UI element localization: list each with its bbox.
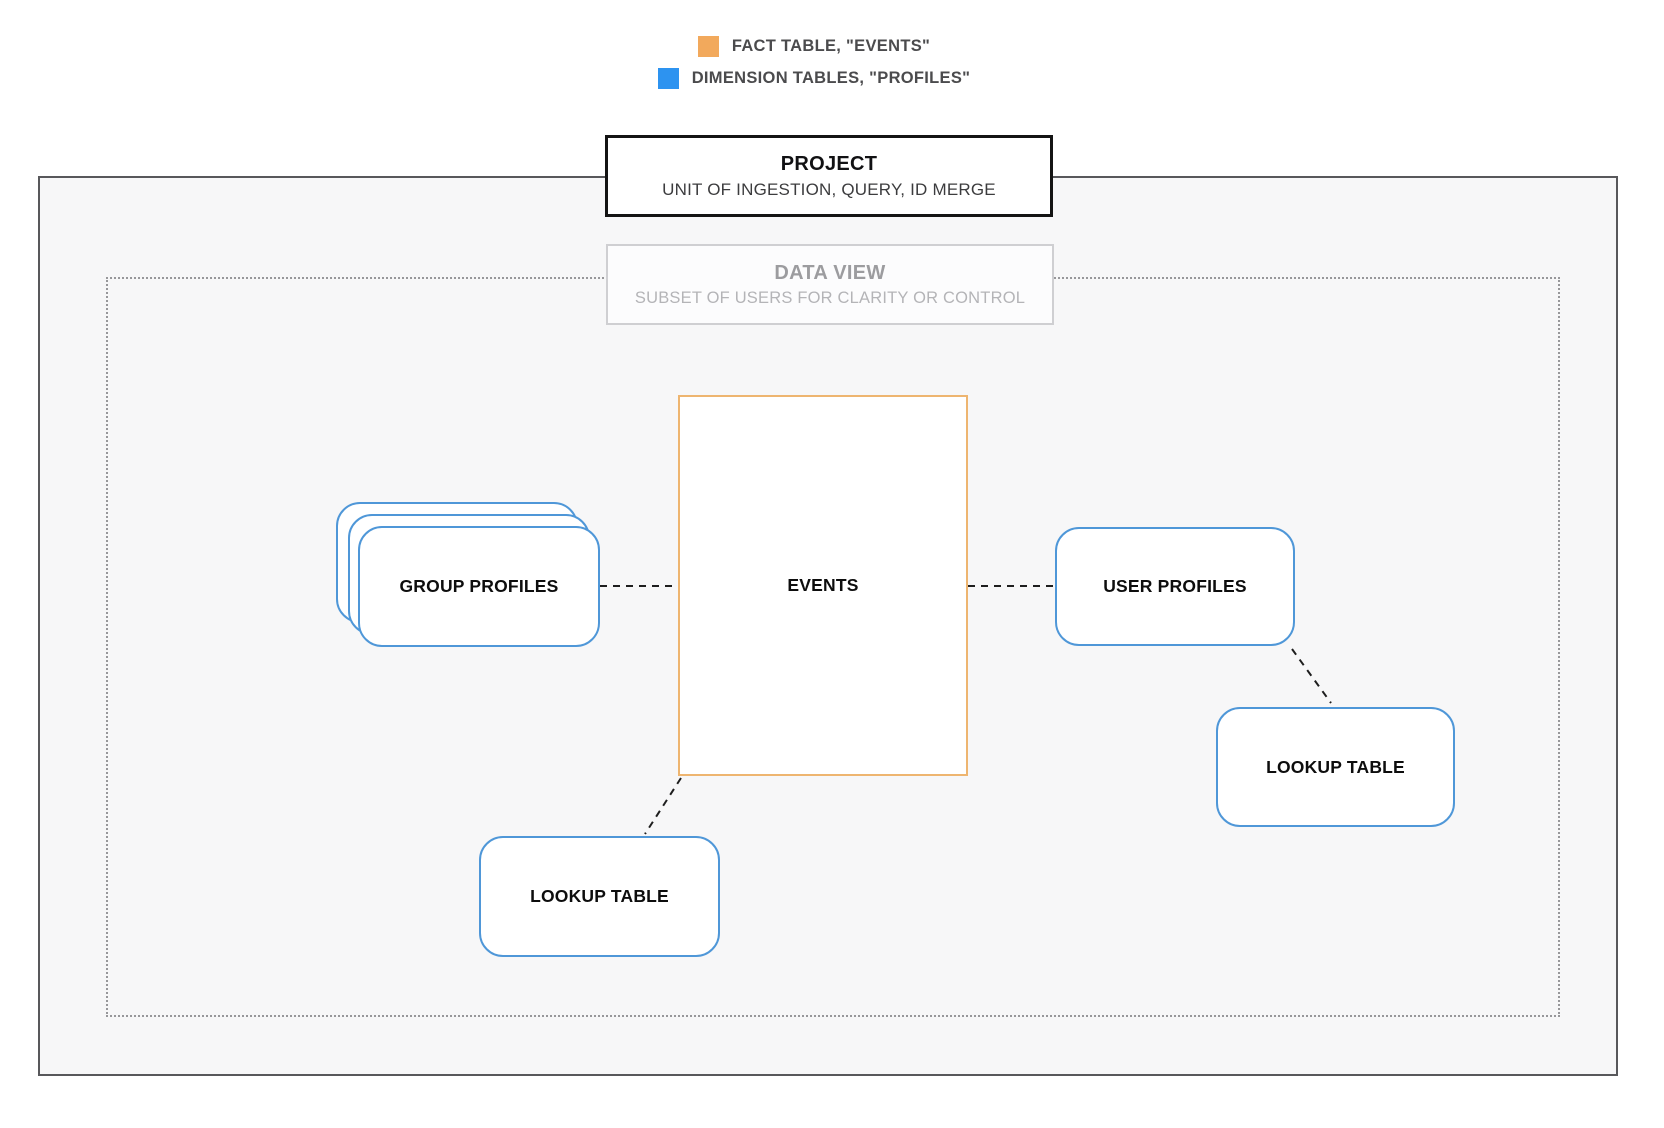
fact-color-swatch-icon [697,36,719,57]
connector-userprofiles-lookup [1291,648,1332,704]
node-lookup-table-left: LOOKUP TABLE [479,836,720,957]
project-header: PROJECT UNIT OF INGESTION, QUERY, ID MER… [605,135,1053,217]
node-lookup-table-right: LOOKUP TABLE [1216,707,1455,827]
legend-item-fact: FACT TABLE, "EVENTS" [697,36,931,57]
node-lookup-table-right-label: LOOKUP TABLE [1266,756,1405,777]
project-subtitle: UNIT OF INGESTION, QUERY, ID MERGE [662,179,996,199]
node-group-profiles: GROUP PROFILES [336,502,600,648]
data-view-title: DATA VIEW [774,261,886,284]
node-group-profiles-label: GROUP PROFILES [399,576,559,596]
node-events: EVENTS [678,395,968,776]
legend-item-fact-label: FACT TABLE, "EVENTS" [731,37,931,55]
data-view-subtitle: SUBSET OF USERS FOR CLARITY OR CONTROL [634,288,1026,307]
connector-events-lookup [644,777,682,835]
node-lookup-table-left-label: LOOKUP TABLE [530,886,669,906]
node-user-profiles: USER PROFILES [1055,527,1295,646]
group-profiles-card-front: GROUP PROFILES [358,526,600,647]
data-view-header: DATA VIEW SUBSET OF USERS FOR CLARITY OR… [606,244,1054,325]
dimension-color-swatch-icon [657,68,679,89]
node-user-profiles-label: USER PROFILES [1103,576,1247,596]
project-title: PROJECT [780,152,878,175]
node-events-label: EVENTS [787,575,859,595]
legend-item-dimension: DIMENSION TABLES, "PROFILES" [657,68,971,89]
legend: FACT TABLE, "EVENTS" DIMENSION TABLES, "… [0,36,1628,89]
legend-item-dimension-label: DIMENSION TABLES, "PROFILES" [691,69,971,87]
